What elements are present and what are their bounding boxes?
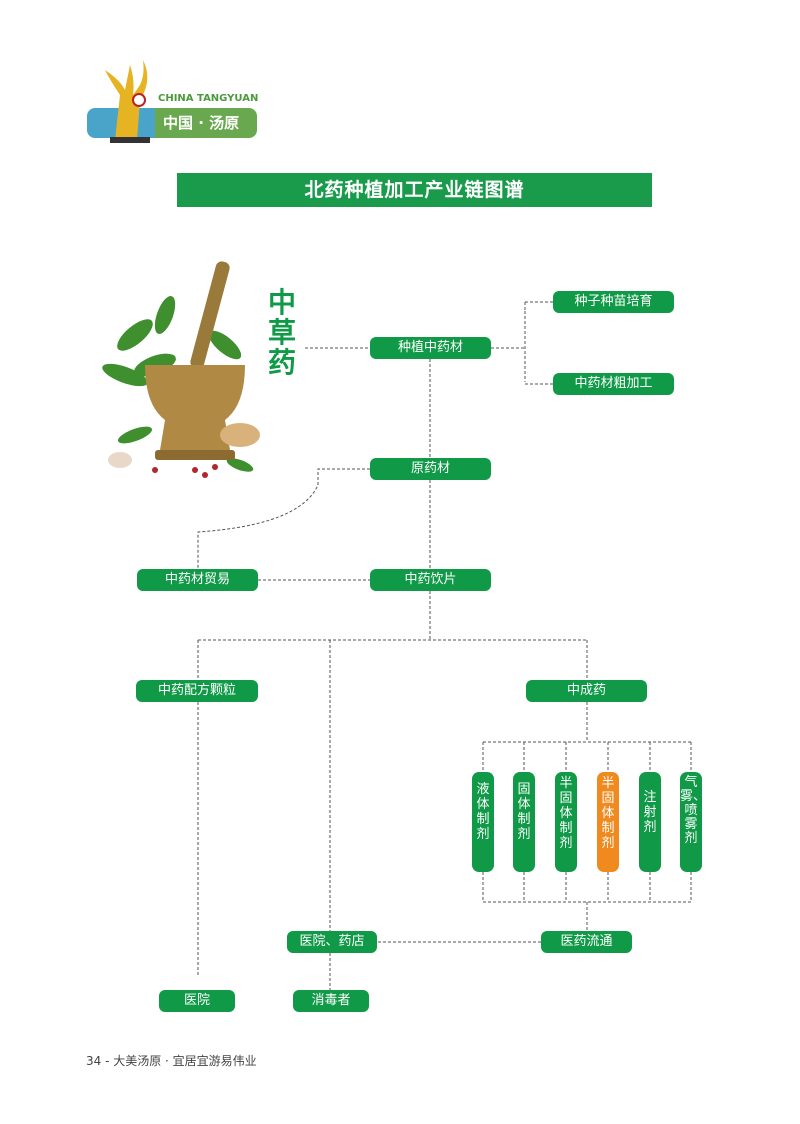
node-consumer: 消毒者 — [293, 990, 369, 1012]
herbal-medicine-label: 中草药 — [267, 286, 296, 379]
page-title: 北药种植加工产业链图谱 — [177, 173, 652, 207]
node-form-aerosol: 气雾、喷雾剂 — [680, 772, 706, 872]
node-seedling: 种子种苗培育 — [553, 291, 674, 313]
node-hospital: 医院 — [159, 990, 235, 1012]
logo-sculpture-icon — [105, 60, 150, 143]
node-planting: 种植中药材 — [370, 337, 491, 359]
logo-chinese-text: 中国 · 汤原 — [163, 114, 240, 132]
mortar-herbs-illustration — [102, 261, 260, 478]
page-footer: 34 - 大美汤原 · 宜居宜游易伟业 — [86, 1054, 257, 1068]
node-trade: 中药材贸易 — [137, 569, 258, 591]
node-hospital-pharmacy: 医院、药店 — [287, 931, 377, 953]
node-granules: 中药配方颗粒 — [136, 680, 258, 702]
node-form-liquid: 液体制剂 — [472, 772, 494, 872]
logo-banner — [87, 108, 257, 138]
node-form-semisolid-highlight: 半固体制剂 — [597, 772, 619, 872]
node-form-solid: 固体制剂 — [513, 772, 535, 872]
logo-english-text: CHINA TANGYUAN — [158, 93, 259, 104]
node-decoction-pieces: 中药饮片 — [370, 569, 491, 591]
node-distribution: 医药流通 — [541, 931, 632, 953]
node-rough-processing: 中药材粗加工 — [553, 373, 674, 395]
node-form-injection: 注射剂 — [639, 772, 661, 872]
node-form-semisolid: 半固体制剂 — [555, 772, 577, 872]
node-patent-medicine: 中成药 — [526, 680, 647, 702]
node-raw-material: 原药材 — [370, 458, 491, 480]
